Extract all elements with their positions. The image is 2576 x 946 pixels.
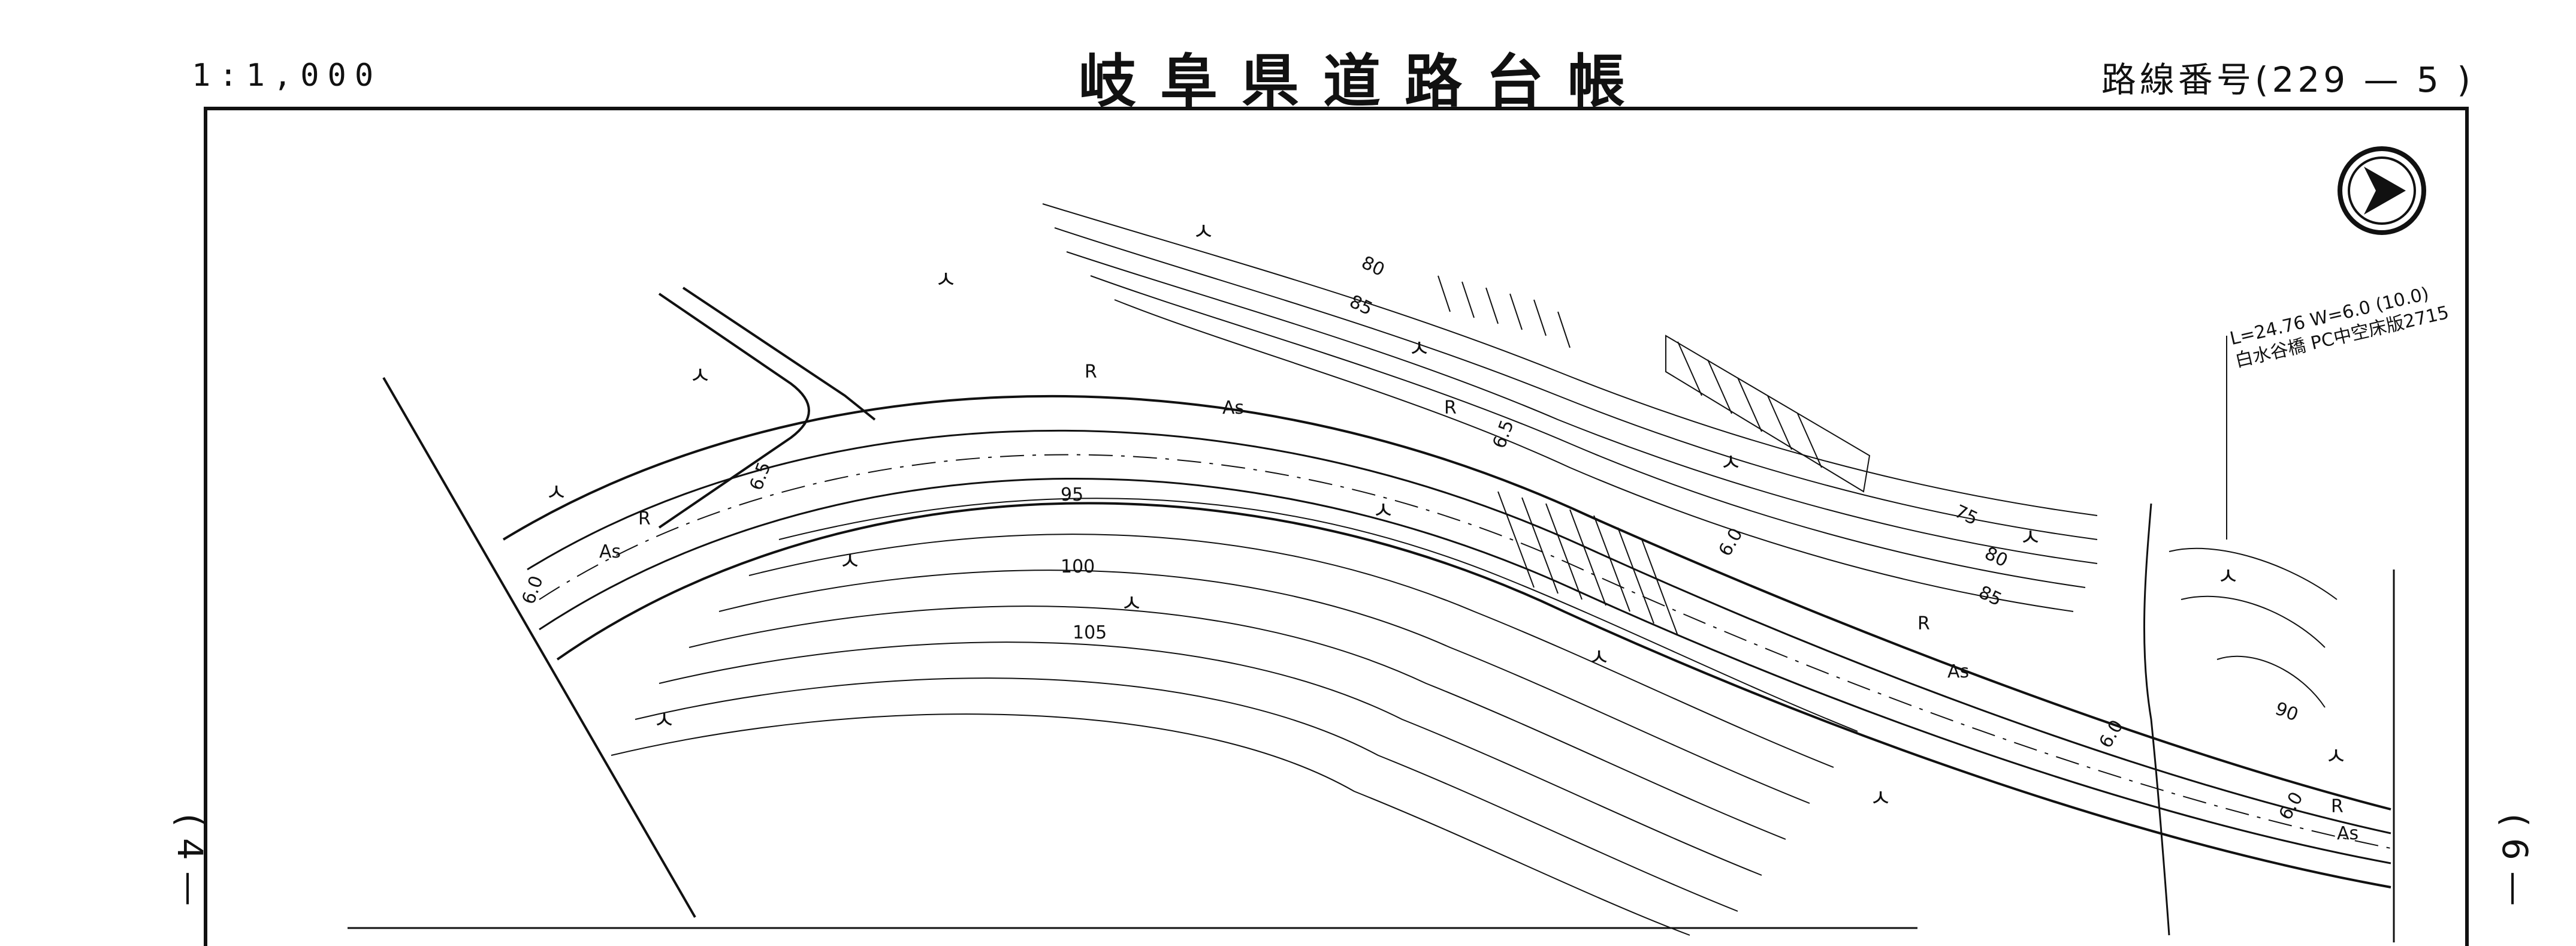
surface-label: As bbox=[1222, 397, 1244, 418]
contour-label: 80 bbox=[1982, 543, 2011, 572]
edge-label: R bbox=[2331, 796, 2344, 817]
grass-symbol: ㅅ bbox=[839, 548, 861, 576]
width-label: 6.0 bbox=[518, 573, 548, 607]
contour-line bbox=[1054, 227, 2098, 540]
road-centerline bbox=[539, 454, 2391, 849]
width-label: 6.0 bbox=[1715, 525, 1747, 560]
slope-hatching bbox=[1438, 275, 1571, 348]
surface-label: As bbox=[1947, 661, 1969, 682]
right-sheet-reference: ( 6 — bbox=[2495, 813, 2536, 906]
contour-label: 85 bbox=[1346, 291, 1376, 320]
grass-symbol: ㅅ bbox=[2325, 743, 2347, 770]
surface-label: As bbox=[599, 541, 621, 562]
map-frame bbox=[204, 107, 2469, 946]
north-arrow-icon bbox=[2338, 146, 2426, 235]
contour-label: 85 bbox=[1976, 582, 2005, 611]
contour-line bbox=[659, 641, 1762, 876]
contour-line bbox=[1066, 251, 2098, 564]
contour-line bbox=[635, 677, 1738, 912]
contour-label: 105 bbox=[1073, 622, 1107, 643]
contour-line bbox=[611, 713, 1690, 936]
contour-line bbox=[688, 605, 1786, 840]
contour-label: 95 bbox=[1061, 484, 1083, 505]
grass-symbol: ㅅ bbox=[1408, 335, 1430, 363]
surface-label: As bbox=[2337, 823, 2358, 844]
grass-symbol: ㅅ bbox=[935, 266, 957, 294]
side-road-edge bbox=[658, 293, 810, 529]
map-scale: 1:1,000 bbox=[192, 58, 382, 94]
crosshatch-area bbox=[1665, 335, 1871, 493]
grass-symbol: ㅅ bbox=[689, 362, 711, 390]
edge-label: R bbox=[1444, 397, 1457, 418]
grass-symbol: ㅅ bbox=[653, 707, 675, 734]
map-title: 岐阜県道路台帳 bbox=[1079, 47, 1649, 115]
edge-label: R bbox=[1085, 361, 1097, 382]
road-edge-south bbox=[556, 502, 2391, 888]
road-edge-north-inner bbox=[527, 429, 2391, 834]
site-boundary-line bbox=[382, 376, 696, 918]
road-edge-north bbox=[502, 394, 2391, 811]
slope-hatching bbox=[1497, 491, 1678, 636]
grass-symbol: ㅅ bbox=[1720, 449, 1742, 477]
grass-symbol: ㅅ bbox=[1192, 218, 1215, 246]
grass-symbol: ㅅ bbox=[1372, 497, 1394, 525]
left-sheet-reference: ( 4 — bbox=[170, 813, 211, 906]
contour-label: 75 bbox=[1952, 501, 1981, 530]
edge-label: R bbox=[1917, 613, 1930, 634]
grass-symbol: ㅅ bbox=[2019, 524, 2042, 552]
width-label: 6.5 bbox=[1489, 417, 1518, 451]
width-label: 6.0 bbox=[2275, 788, 2308, 824]
grass-symbol: ㅅ bbox=[1588, 644, 1610, 671]
contour-line bbox=[778, 498, 1858, 732]
contour-label: 100 bbox=[1061, 556, 1095, 577]
side-road-edge bbox=[682, 287, 876, 421]
grass-symbol: ㅅ bbox=[1870, 785, 1892, 812]
contour-line bbox=[748, 534, 1834, 768]
edge-label: R bbox=[638, 508, 651, 529]
grass-symbol: ㅅ bbox=[1121, 590, 1143, 617]
contour-line bbox=[1090, 275, 2086, 588]
grass-symbol: ㅅ bbox=[2217, 563, 2239, 591]
contour-line bbox=[2216, 655, 2326, 708]
grass-symbol: ㅅ bbox=[545, 479, 567, 507]
contour-line bbox=[1042, 203, 2098, 516]
contour-line bbox=[2169, 547, 2338, 600]
contour-line bbox=[1114, 299, 2074, 612]
contour-label: 80 bbox=[1358, 252, 1388, 281]
contour-line bbox=[2181, 595, 2326, 648]
route-number: 路線番号(229 — 5 ) bbox=[2101, 59, 2474, 100]
stream-line bbox=[2143, 503, 2170, 936]
road-edge-south-inner bbox=[539, 478, 2391, 864]
contour-line bbox=[718, 570, 1810, 804]
width-label: 6.0 bbox=[2095, 716, 2128, 752]
contour-label: 90 bbox=[2272, 698, 2301, 726]
